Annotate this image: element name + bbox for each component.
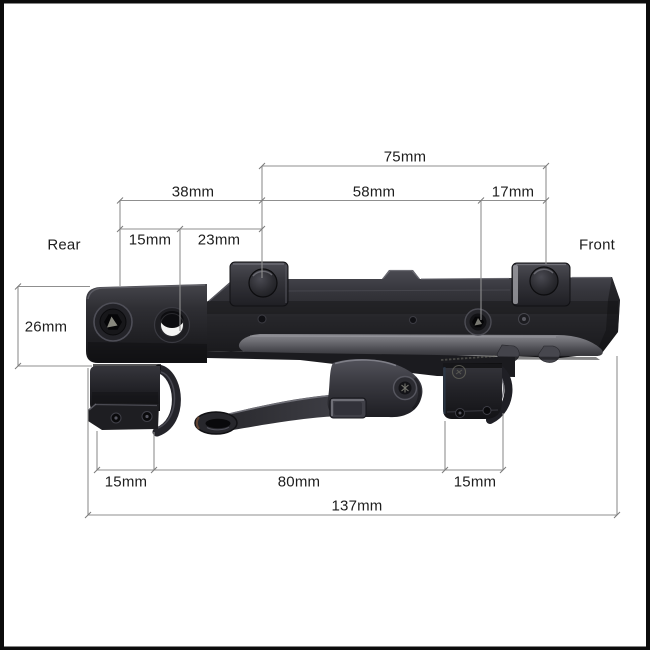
scope-mount-photo <box>86 261 620 437</box>
rear-clamp-block <box>229 261 289 307</box>
dimension-lines-horizontal <box>18 165 617 516</box>
front-clamp-knob <box>529 266 559 296</box>
rear-label: Rear <box>47 236 81 254</box>
dim-label-rear-sub-a: 15mm <box>128 231 172 249</box>
dimension-end-ticks <box>14 162 621 519</box>
engraving-marks <box>440 355 498 380</box>
through-hole <box>153 306 191 344</box>
body-screws <box>257 308 530 336</box>
front-label: Front <box>578 236 616 254</box>
dim-label-rear-sub-b: 23mm <box>197 231 241 249</box>
dim-label-rear-height: 26mm <box>24 318 68 336</box>
dim-label-rear-span: 38mm <box>171 183 215 201</box>
rear-hex-screw <box>93 302 133 342</box>
front-ring-foot <box>443 363 513 424</box>
dim-label-bottom-front: 15mm <box>453 473 497 491</box>
rear-ring-foot <box>88 364 181 437</box>
dim-label-top-overall: 75mm <box>383 148 427 166</box>
dim-label-mid-span: 58mm <box>352 183 396 201</box>
dimension-lines <box>14 162 621 519</box>
front-clamp-block <box>511 262 571 307</box>
dimension-lines-vertical <box>17 166 618 515</box>
dim-label-front-span: 17mm <box>491 183 535 201</box>
dim-label-bottom-mid: 80mm <box>277 473 321 491</box>
dim-label-overall-length: 137mm <box>331 497 383 515</box>
rear-clamp-knob <box>248 268 278 298</box>
qd-lever <box>194 359 423 435</box>
dim-label-bottom-rear: 15mm <box>104 473 148 491</box>
